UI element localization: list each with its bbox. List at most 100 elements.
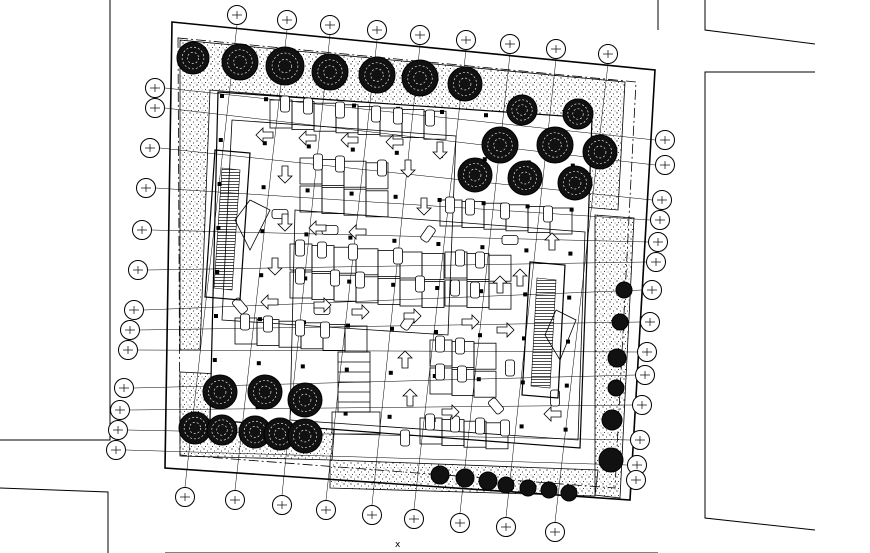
grid-bubble-right	[655, 130, 675, 150]
shrub	[455, 468, 475, 488]
column	[217, 182, 222, 186]
column	[566, 339, 570, 344]
tree	[457, 157, 493, 193]
shrub	[607, 379, 625, 397]
parked-car	[425, 413, 435, 431]
tree	[582, 134, 618, 170]
grid-bubble-left	[114, 378, 134, 398]
column	[387, 414, 392, 419]
tree	[557, 165, 593, 201]
shrub	[615, 281, 633, 299]
grid-line-vertical	[184, 24, 238, 488]
traffic-direction-arrows	[255, 127, 562, 422]
tree	[311, 53, 349, 91]
parked-car	[320, 321, 330, 339]
direction-arrow	[543, 406, 562, 422]
column	[214, 314, 218, 318]
grid-line-horizontal	[125, 449, 628, 466]
shrub	[560, 484, 578, 502]
grid-bubble-left	[136, 178, 156, 198]
neighbour-lines	[0, 0, 816, 553]
column	[390, 326, 394, 331]
landscape-trees	[176, 41, 618, 454]
parked-car	[371, 105, 381, 123]
grid-bubble-bottom	[272, 495, 292, 515]
direction-arrow	[400, 159, 416, 178]
parked-car	[488, 397, 504, 415]
tree	[358, 56, 396, 94]
grid-line-vertical	[234, 29, 288, 491]
column	[350, 147, 355, 152]
direction-arrow	[298, 130, 317, 146]
shrub	[519, 479, 537, 497]
column	[261, 185, 266, 190]
parked-car	[435, 363, 445, 381]
column	[519, 424, 524, 429]
column	[482, 157, 487, 162]
parked-car	[400, 429, 410, 447]
column	[348, 235, 353, 240]
grid-bubble-bottom	[362, 505, 382, 525]
tree	[401, 59, 439, 97]
grid-bubble-bottom	[316, 500, 336, 520]
direction-arrow	[267, 257, 283, 276]
stair-core	[331, 351, 381, 435]
parked-car	[355, 271, 365, 289]
column	[394, 150, 399, 155]
column	[476, 377, 481, 382]
direction-arrow	[402, 388, 418, 407]
direction-arrow	[512, 268, 528, 287]
parked-car	[280, 95, 290, 113]
shrub	[497, 476, 515, 494]
parked-car	[415, 275, 425, 293]
direction-arrow	[461, 314, 480, 330]
parked-car	[450, 279, 460, 297]
ramp-west	[204, 149, 271, 301]
column	[305, 188, 310, 193]
column	[567, 295, 572, 300]
column	[256, 361, 261, 366]
parked-car	[303, 97, 313, 115]
tree	[447, 66, 483, 102]
grid-bubble-right	[650, 210, 670, 230]
grid-bubble-left	[106, 440, 126, 460]
grid-bubble-top	[456, 30, 476, 50]
column	[440, 110, 444, 114]
grid-line-horizontal	[164, 87, 656, 141]
grid-line-vertical	[325, 39, 378, 501]
parked-car	[543, 205, 553, 223]
grid-bubble-left	[110, 400, 130, 420]
direction-arrow	[260, 294, 279, 310]
column	[212, 358, 217, 362]
grid-bubble-bottom	[496, 517, 516, 537]
parked-car	[330, 269, 340, 287]
parked-car	[465, 198, 475, 216]
parked-car	[455, 337, 465, 355]
parked-car	[445, 196, 455, 214]
column	[300, 364, 305, 369]
parked-car	[435, 335, 445, 353]
parked-car	[500, 419, 510, 437]
column	[264, 97, 268, 102]
parked-car	[317, 241, 327, 259]
grid-bubble-left	[108, 420, 128, 440]
parked-car	[475, 251, 485, 269]
direction-arrow	[308, 220, 327, 236]
tree	[265, 46, 305, 86]
grid-line-horizontal	[143, 289, 643, 311]
column	[563, 427, 568, 432]
grid-bubble-right	[632, 395, 652, 415]
grid-bubble-left	[118, 340, 138, 360]
column	[434, 330, 438, 334]
direction-arrow	[351, 304, 370, 320]
parked-car	[263, 315, 273, 333]
parked-car	[501, 235, 519, 245]
grid-line-vertical	[281, 34, 331, 496]
column	[435, 286, 440, 290]
direction-arrow	[492, 275, 508, 294]
tree	[506, 94, 538, 126]
column	[478, 333, 482, 338]
direction-arrow	[403, 308, 422, 324]
grid-bubble-right	[652, 190, 672, 210]
